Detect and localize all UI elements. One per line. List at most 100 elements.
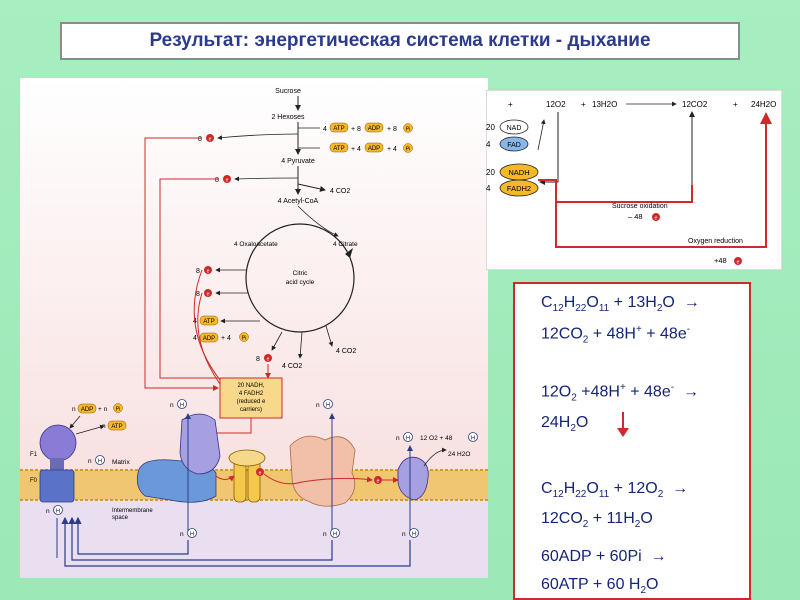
sucrose-ox-label: Sucrose oxidation [612, 203, 668, 210]
page-title: Результат: энергетическая система клетки… [149, 30, 651, 51]
atp-synthase-stalk [50, 458, 64, 472]
fad-label: FAD [507, 142, 521, 149]
pi-badge-label: Pi [116, 407, 120, 413]
proton-badge-label: H [98, 459, 102, 465]
summary-o2: 12O2 [546, 100, 566, 109]
proton-return-4 [74, 516, 189, 555]
equation-5: C12H22O11 + 12O2 → [541, 480, 689, 501]
arrow-co2-cycle1 [297, 331, 303, 359]
proton-badge-label: H [406, 436, 410, 442]
electron-badge [206, 134, 214, 142]
electron-badge [734, 257, 742, 265]
proton-badge [177, 399, 187, 409]
proton-badge [468, 432, 478, 442]
cycle-adp-post: + 4 [221, 335, 231, 342]
atp-badge-label: ATP [333, 126, 344, 132]
proton-badge-label: H [180, 403, 184, 409]
complex-iii-top [228, 449, 266, 467]
respiration-diagram: Sucrose 2 Hexoses 4 Pyruvate 4 Acetyl-Co… [20, 78, 488, 578]
electron-route-2 [159, 178, 219, 379]
label-citrate: 4 Citrate [333, 241, 358, 248]
nh-bottom2-pre: n [180, 531, 184, 538]
adp-badge [364, 122, 384, 133]
electron-badge-label: e [267, 357, 270, 363]
fad-pre: 4 [486, 140, 491, 149]
summary-plus2: + [581, 100, 586, 109]
fadh-badge [499, 179, 539, 197]
electron-route-1 [144, 137, 219, 391]
label-hexoses: 2 Hexoses [271, 114, 305, 121]
electron-badge-label: e [207, 292, 210, 298]
electron-badge [374, 476, 382, 484]
electron-badge-label: e [226, 178, 229, 184]
nad-label: NAD [507, 125, 522, 132]
label-sucrose: Sucrose [275, 88, 301, 95]
nh-bottom4-pre: n [402, 531, 406, 538]
matrix-adp-pre: n [72, 406, 76, 413]
nadh-line2: 4 FADH2 [239, 391, 264, 397]
glyc1-left: 4 [323, 126, 327, 133]
electron-badge-label: e [377, 479, 380, 485]
red-down-arrow [617, 412, 629, 437]
electron-flow-2 [263, 473, 373, 485]
summary-plus1: + [508, 100, 513, 109]
electron-badge [204, 289, 212, 297]
proton-badge-label: H [333, 532, 337, 538]
electron-route-4 [197, 292, 221, 385]
proton-return-3 [68, 516, 333, 561]
label-oxaloacetate: 4 Oxaloacetate [234, 241, 278, 248]
equation-7: 60ADP + 60Pi → [541, 548, 667, 565]
co2-cycle2: 4 CO2 [336, 348, 356, 355]
pi-badge [113, 403, 123, 413]
e-minus-label: – 48 [628, 212, 643, 221]
pi-badge-label: Pi [406, 127, 410, 133]
atp-badge-label: ATP [203, 319, 214, 325]
proton-badge [323, 399, 333, 409]
e1-pre: 8 [198, 136, 202, 143]
red-path-reduction [555, 112, 772, 248]
adp-badge [199, 332, 219, 343]
summary-h2o: 13H2O [592, 100, 617, 109]
atp-badge-label: ATP [111, 424, 122, 430]
equations-box: C12H22O11 + 13H2O → 12CO2 + 48H+ + 48e- … [513, 282, 751, 600]
nadh-line1: 20 NADH, [237, 383, 264, 389]
label-intermembrane: Intermembrane [112, 508, 153, 514]
electron-badge [264, 354, 272, 362]
electron-badge-label: e [209, 137, 212, 143]
adp-badge-label: ADP [368, 126, 380, 132]
adp-badge [364, 142, 384, 153]
cycle-line2: acid cycle [286, 279, 315, 286]
equation-8: 60ATP + 60 H2O [541, 576, 659, 597]
glyc1-right: + 8 [387, 126, 397, 133]
atp-badge [199, 315, 219, 326]
electron-badge-label: e [207, 269, 210, 275]
oxidation-summary: + 12O2 + 13H2O 12CO2 + 24H2O 20 NAD 4 FA… [486, 90, 782, 270]
label-f0: F0 [30, 478, 38, 484]
nad-badge [499, 119, 529, 135]
atp-synthase-f0 [39, 469, 75, 503]
nh-bottom1-pre: n [46, 508, 50, 515]
e-plus-label: +48 [714, 256, 727, 265]
oxygen-red-label: Oxygen reduction [688, 238, 743, 245]
e5-pre: 8 [256, 356, 260, 363]
arrow-nad-up [537, 119, 546, 151]
proton-badge [95, 455, 105, 465]
adp-badge-label: ADP [81, 407, 93, 413]
atp-badge [329, 142, 349, 153]
terminal-oxidase [397, 456, 429, 501]
proton-badge-label: H [190, 532, 194, 538]
arrow-e1 [217, 133, 299, 141]
matrix-label: Matrix [112, 459, 130, 466]
label-acetyl-coa: 4 Acetyl-CoA [278, 198, 319, 205]
nadh-line4: carriers) [240, 407, 262, 413]
proton-badge-label: H [56, 509, 60, 515]
nh-top2-pre: n [316, 402, 320, 409]
summary-background [486, 90, 782, 270]
arrow-co2-out [297, 183, 326, 192]
electron-flow-1 [215, 475, 235, 482]
complex-iv [289, 435, 356, 507]
electron-badge-label: e [737, 260, 740, 266]
proton-badge [187, 528, 197, 538]
cycle-line1: Citric [293, 270, 309, 277]
equation-3: 12O2 +48H+ + 48e- → [541, 382, 699, 404]
